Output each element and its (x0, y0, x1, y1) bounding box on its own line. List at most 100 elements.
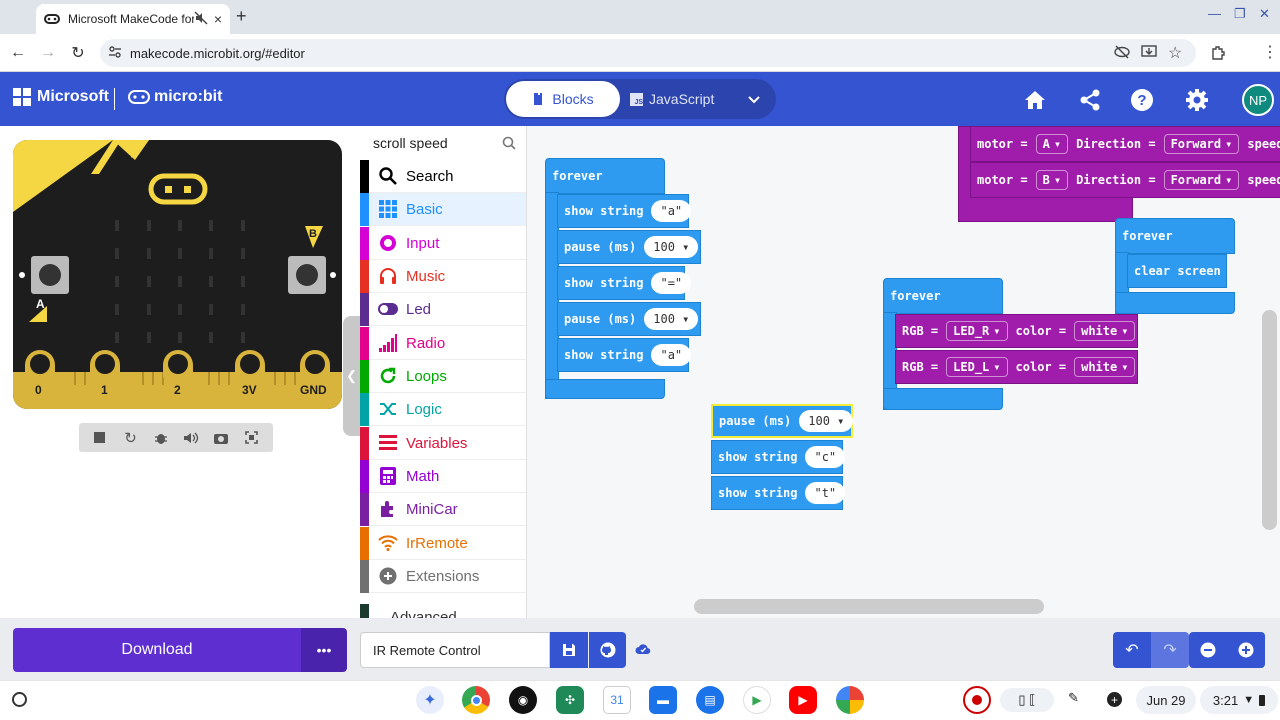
toolbox-item-variables[interactable]: Variables (360, 426, 526, 460)
project-name-input[interactable]: IR Remote Control (360, 632, 550, 668)
microbit-board[interactable] (13, 140, 342, 409)
toolbox-item-basic[interactable]: Basic (360, 192, 526, 226)
screen-record-icon[interactable] (963, 686, 991, 714)
stylus-pen-icon[interactable]: ✎ (1068, 690, 1079, 705)
color-dropdown[interactable]: white▾ (1074, 321, 1136, 341)
pause-value-dropdown[interactable]: 100 ▾ (799, 410, 854, 432)
forever-block[interactable]: forever (883, 278, 1003, 314)
zoom-out-button[interactable] (1189, 632, 1227, 668)
extensions-icon[interactable] (1210, 45, 1226, 66)
download-more-button[interactable]: ••• (301, 628, 347, 672)
workspace-app-icon[interactable]: ✣ (556, 686, 584, 714)
rgb-color-block[interactable]: RGB =LED_L▾color =white▾ (895, 350, 1138, 384)
led-dropdown[interactable]: LED_R▾ (946, 321, 1008, 341)
save-button[interactable] (550, 632, 588, 668)
toolbox-item-minicar[interactable]: MiniCar (360, 492, 526, 526)
string-value-a[interactable]: "a" (651, 200, 692, 222)
toolbox-item-led[interactable]: Led (360, 292, 526, 326)
cloud-sync-icon[interactable] (635, 642, 651, 661)
tote-holding-space-icon[interactable]: ▯ ⟦ (1000, 688, 1054, 712)
pause-block[interactable]: pause (ms)100 ▾ (557, 230, 701, 264)
toolbox-item-irremote[interactable]: IrRemote (360, 526, 526, 560)
address-bar[interactable]: makecode.microbit.org/#editor (100, 39, 1196, 67)
toolbox-item-loops[interactable]: Loops (360, 359, 526, 393)
download-button[interactable]: Download (13, 628, 301, 672)
forever-block[interactable]: forever (1115, 218, 1235, 254)
home-icon[interactable] (1023, 88, 1047, 112)
minimize-icon[interactable]: — (1208, 6, 1221, 21)
restart-icon[interactable]: ↻ (124, 429, 137, 447)
pause-value-dropdown[interactable]: 100 ▾ (644, 308, 699, 330)
site-settings-icon[interactable] (108, 45, 122, 59)
share-icon[interactable] (1078, 88, 1102, 112)
motor-block[interactable]: motor =B▾Direction =Forward▾speed (970, 162, 1280, 198)
forward-icon[interactable]: → (40, 44, 56, 61)
bookmark-star-icon[interactable]: ☆ (1168, 45, 1183, 62)
debug-bug-icon[interactable] (152, 429, 170, 447)
volume-icon[interactable] (182, 429, 200, 447)
show-string-block[interactable]: show string"a" (557, 194, 692, 228)
eye-off-icon[interactable] (1114, 45, 1130, 64)
motor-dropdown[interactable]: A▾ (1035, 134, 1069, 154)
toolbox-item-search[interactable]: Search (360, 159, 526, 193)
string-value-a[interactable]: "a" (651, 344, 692, 366)
browser-menu-icon[interactable]: ⋮ (1262, 44, 1278, 61)
toolbox-item-radio[interactable]: Radio (360, 326, 526, 360)
muted-speaker-icon[interactable] (194, 11, 210, 27)
pause-block-selected[interactable]: pause (ms)100 ▾ (711, 404, 854, 438)
language-dropdown-chevron-icon[interactable] (746, 91, 762, 107)
show-string-block[interactable]: show string"=" (557, 266, 692, 300)
blocks-mode-button[interactable]: Blocks (506, 81, 620, 117)
toolbox-item-logic[interactable]: Logic (360, 392, 526, 426)
toolbox-item-music[interactable]: Music (360, 259, 526, 293)
string-value-equals[interactable]: "=" (651, 272, 692, 294)
toolbox-search-input[interactable]: scroll speed (360, 126, 526, 160)
add-circle-icon[interactable]: + (1107, 692, 1122, 707)
github-button[interactable] (589, 632, 626, 668)
toolbox-item-math[interactable]: Math (360, 459, 526, 493)
meet-video-icon[interactable]: ▶ (743, 686, 771, 714)
color-dropdown[interactable]: white▾ (1074, 357, 1136, 377)
string-value-c[interactable]: "c" (805, 446, 846, 468)
forever-block[interactable]: forever (545, 158, 665, 194)
gemini-sparkle-icon[interactable]: ✦ (416, 686, 444, 714)
browser-tab[interactable]: Microsoft MakeCode for mi × (36, 4, 230, 34)
close-tab-icon[interactable]: × (213, 11, 222, 27)
date-tray[interactable]: Jun 29 (1136, 686, 1196, 714)
settings-gear-icon[interactable] (1185, 88, 1209, 112)
pause-value-dropdown[interactable]: 100 ▾ (644, 236, 699, 258)
direction-dropdown[interactable]: Forward▾ (1163, 134, 1240, 154)
help-icon[interactable]: ? (1130, 88, 1154, 112)
youtube-icon[interactable]: ▶ (789, 686, 817, 714)
led-dropdown[interactable]: LED_L▾ (946, 357, 1008, 377)
launcher-icon[interactable] (12, 692, 27, 707)
toolbox-item-advanced[interactable]: Advanced (360, 604, 526, 618)
back-icon[interactable]: ← (10, 44, 26, 61)
search-icon[interactable] (502, 136, 516, 155)
javascript-mode-button[interactable]: JS JavaScript (630, 81, 714, 117)
pause-block[interactable]: pause (ms)100 ▾ (557, 302, 701, 336)
microbit-logo[interactable]: micro:bit (128, 88, 222, 106)
rgb-color-block[interactable]: RGB =LED_R▾color =white▾ (895, 314, 1138, 348)
chrome-icon[interactable] (462, 686, 490, 714)
microsoft-logo[interactable]: Microsoft (13, 88, 109, 106)
new-tab-button[interactable]: + (236, 6, 247, 26)
close-window-icon[interactable]: ✕ (1259, 6, 1270, 21)
calendar-icon[interactable]: 31 (603, 686, 631, 714)
photos-pinwheel-icon[interactable] (836, 686, 864, 714)
files-folder-icon[interactable]: ▬ (649, 686, 677, 714)
toolbox-item-input[interactable]: Input (360, 226, 526, 260)
toolbox-item-extensions[interactable]: Extensions (360, 559, 526, 593)
zoom-in-button[interactable] (1227, 632, 1265, 668)
show-string-block[interactable]: show string"t" (711, 476, 846, 510)
direction-dropdown[interactable]: Forward▾ (1163, 170, 1240, 190)
motor-block[interactable]: motor =A▾Direction =Forward▾speed (970, 126, 1280, 162)
blocks-workspace[interactable]: { } forever show string"a" pause (ms)100… (527, 126, 1280, 618)
workspace-horizontal-scrollbar[interactable] (694, 599, 1044, 614)
show-string-block[interactable]: show string"a" (557, 338, 692, 372)
reload-icon[interactable]: ↻ (71, 45, 85, 62)
status-tray[interactable]: 3:21 ▼ (1200, 686, 1278, 714)
user-avatar[interactable]: NP (1242, 84, 1274, 116)
screenshot-camera-icon[interactable] (212, 429, 230, 447)
collapse-simulator-button[interactable]: ❮ (343, 316, 360, 436)
